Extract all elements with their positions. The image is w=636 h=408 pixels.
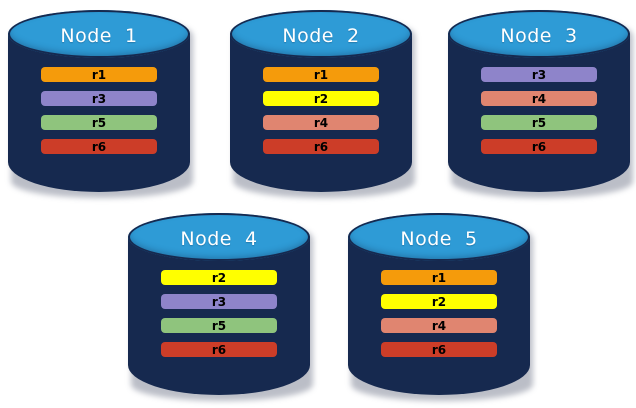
replica-bar[interactable]: r1 [263,67,379,82]
node-cylinder[interactable]: Node 4 r2 r3 r5 r6 [128,213,313,401]
cylinder-top-ellipse [230,10,412,58]
cylinder-body [448,34,630,192]
replica-bar[interactable]: r6 [263,139,379,154]
replica-bar[interactable]: r5 [161,318,277,333]
replica-bar[interactable]: r1 [41,67,157,82]
replica-bar[interactable]: r2 [381,294,497,309]
replica-bar[interactable]: r4 [263,115,379,130]
replica-bar[interactable]: r3 [41,91,157,106]
replica-bar[interactable]: r6 [381,342,497,357]
node-label: Node 5 [400,228,478,250]
node-cylinder[interactable]: Node 5 r1 r2 r4 r6 [348,213,533,401]
replica-bar[interactable]: r6 [481,139,597,154]
cylinder-top-ellipse [448,10,630,58]
cylinder-body [128,237,310,395]
replica-bar[interactable]: r4 [481,91,597,106]
cylinder-body [348,237,530,395]
cylinder-body [230,34,412,192]
cylinder-top-ellipse [348,213,530,261]
replica-bar[interactable]: r6 [161,342,277,357]
replica-bar[interactable]: r2 [161,270,277,285]
replica-list: r1 r2 r4 r6 [348,270,530,357]
replica-list: r1 r2 r4 r6 [230,67,412,154]
replica-bar[interactable]: r1 [381,270,497,285]
replica-bar[interactable]: r3 [481,67,597,82]
cylinder-body [8,34,190,192]
node-cylinder[interactable]: Node 3 r3 r4 r5 r6 [448,10,633,198]
node-cylinder[interactable]: Node 1 r1 r3 r5 r6 [8,10,193,198]
replica-bar[interactable]: r2 [263,91,379,106]
replica-list: r1 r3 r5 r6 [8,67,190,154]
cylinder-top-ellipse [128,213,310,261]
replica-bar[interactable]: r5 [41,115,157,130]
replica-bar[interactable]: r3 [161,294,277,309]
replica-bar[interactable]: r6 [41,139,157,154]
replica-bar[interactable]: r4 [381,318,497,333]
node-label: Node 4 [180,228,258,250]
cylinder-top-ellipse [8,10,190,58]
node-cylinder[interactable]: Node 2 r1 r2 r4 r6 [230,10,415,198]
node-label: Node 3 [500,25,578,47]
replica-list: r3 r4 r5 r6 [448,67,630,154]
node-label: Node 2 [282,25,360,47]
replica-list: r2 r3 r5 r6 [128,270,310,357]
replica-bar[interactable]: r5 [481,115,597,130]
node-label: Node 1 [60,25,138,47]
